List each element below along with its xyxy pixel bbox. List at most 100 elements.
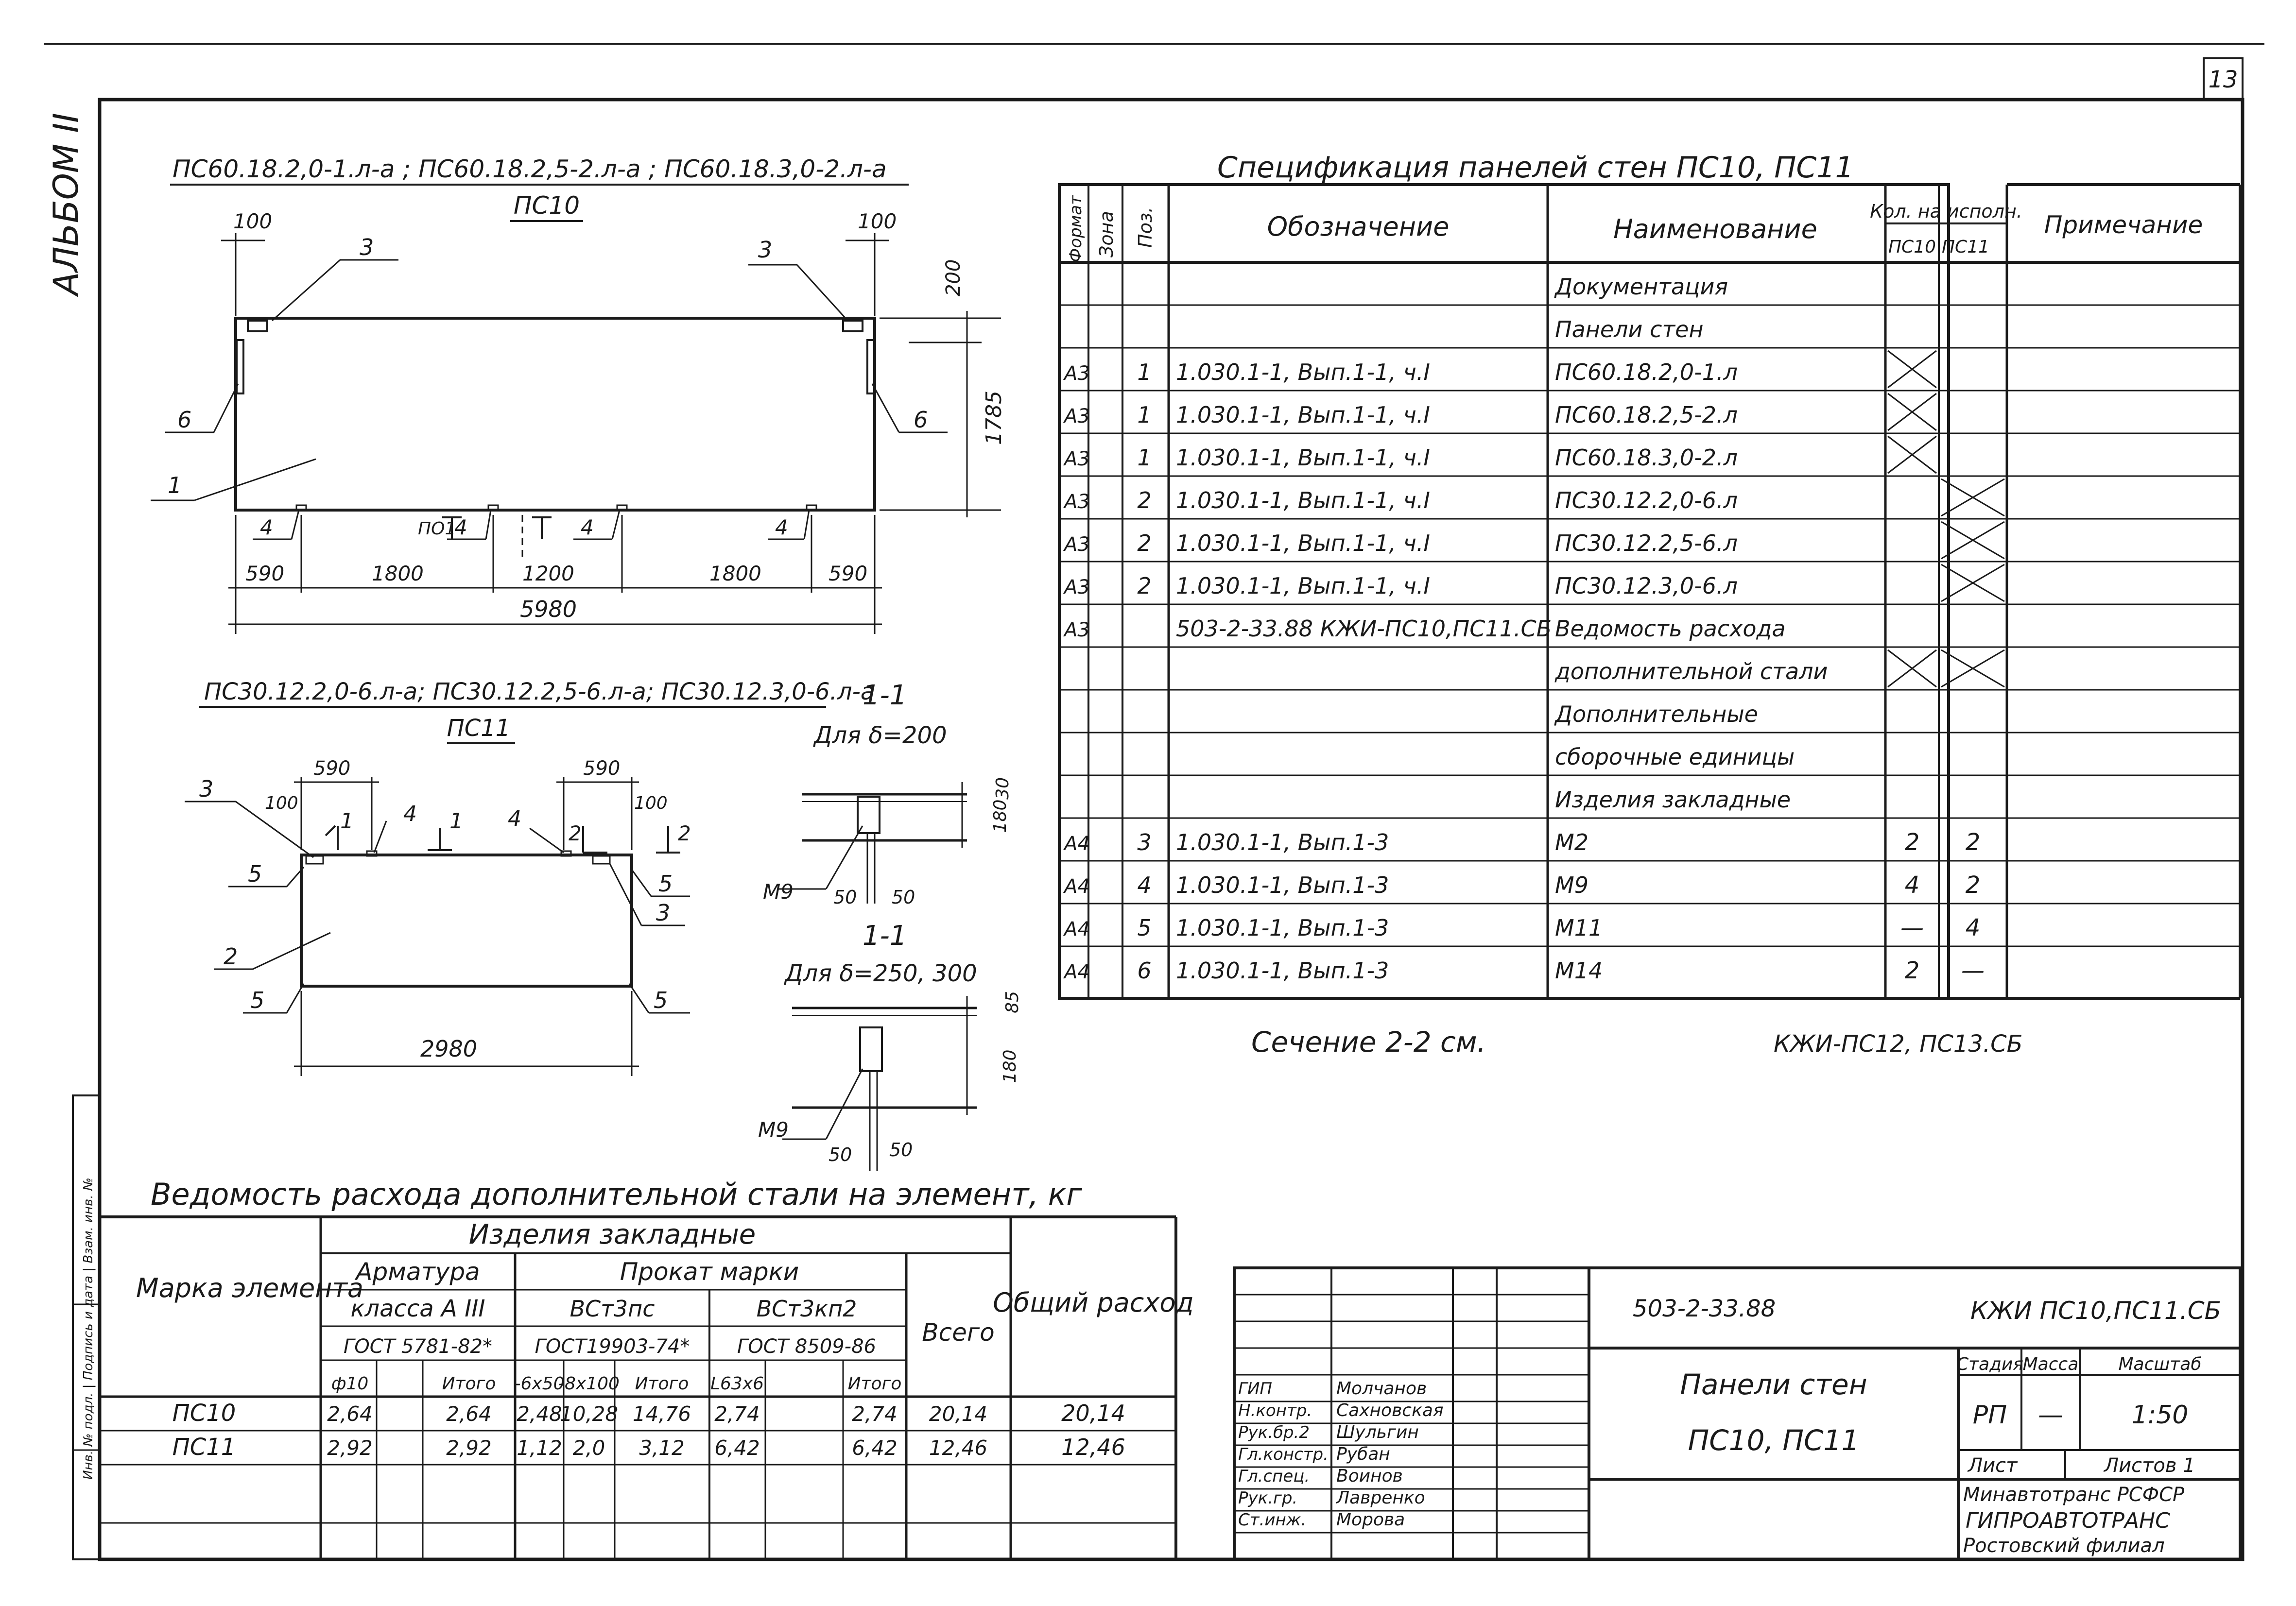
spec-cell-name: Изделия закладные — [1555, 786, 1791, 813]
spec-cell-pc10: — — [1900, 914, 1924, 941]
callout-pc11-5c: 5 — [250, 987, 264, 1013]
tb-person-role: Ст.инж. — [1238, 1510, 1306, 1530]
steel-subheader: Итого — [848, 1374, 902, 1394]
pc10-marks: ПС60.18.2,0-1.л-а ; ПС60.18.2,5-2.л-а ; … — [173, 155, 887, 183]
sections-1-1: 1-1 Для δ=200 30 180 М9 50 50 1-1 Для δ=… — [758, 680, 1022, 1171]
steel-cell: 2,74 — [852, 1402, 898, 1426]
spec-cell-format: А4 — [1063, 875, 1090, 898]
spec-cell-designation: 1.030.1-1, Вып.1-1, ч.I — [1176, 530, 1430, 556]
spec-cell-designation: 1.030.1-1, Вып.1-3 — [1176, 957, 1389, 984]
tb-person-name: Молчанов — [1336, 1379, 1427, 1399]
spec-row-lines — [1059, 304, 2240, 947]
steel-h-total: Всего — [922, 1318, 994, 1347]
dim-1800-b: 1800 — [709, 562, 761, 585]
spec-cell-pos: 1 — [1137, 444, 1151, 471]
album-label: АЛЬБОМ II — [46, 113, 86, 297]
callout-4d: 4 — [775, 515, 788, 539]
steel-h-vst3ps: ВСт3пс — [570, 1296, 655, 1322]
steel-cell: 6,42 — [714, 1436, 760, 1460]
dim-100-left: 100 — [233, 209, 272, 233]
section-1-left-b: 1 — [449, 809, 463, 834]
spec-cell-name: ПС30.12.2,5-6.л — [1555, 530, 1738, 556]
section-2-right: 2 — [678, 821, 691, 845]
steel-cell-total: 12,46 — [929, 1436, 987, 1460]
section-1-left: 1 — [340, 809, 354, 834]
spec-cell-name: ПС60.18.2,0-1.л — [1555, 359, 1738, 385]
dim-590-c: 590 — [313, 757, 350, 780]
steel-cell-overall: 12,46 — [1061, 1434, 1125, 1460]
callout-3b: 3 — [758, 237, 772, 263]
dim-1800-a: 1800 — [372, 562, 424, 585]
steel-h-items: Изделия закладные — [469, 1219, 756, 1250]
spec-section-note: Сечение 2-2 см. — [1251, 1025, 1486, 1059]
spec-cell-name: ПС30.12.3,0-6.л — [1555, 573, 1738, 599]
dim-100-d: 100 — [634, 793, 668, 813]
spec-cell-designation: 1.030.1-1, Вып.1-1, ч.I — [1176, 444, 1430, 471]
spec-cell-format: А3 — [1063, 533, 1090, 556]
spec-cell-name: М2 — [1555, 829, 1588, 855]
spec-cell-format: А4 — [1063, 961, 1090, 983]
tb-name-1: Панели стен — [1680, 1368, 1867, 1401]
spec-cell-designation: 1.030.1-1, Вып.1-3 — [1176, 915, 1389, 941]
callout-6a: 6 — [177, 407, 191, 433]
spec-cell-pos: 6 — [1137, 957, 1151, 984]
steel-h-mark: Марка элемента — [136, 1273, 363, 1303]
pc11-name: ПС11 — [447, 715, 511, 742]
spec-cell-pc10: 2 — [1905, 957, 1920, 984]
spec-cell-designation: 1.030.1-1, Вып.1-1, ч.I — [1176, 487, 1430, 513]
callout-pc11-5a: 5 — [248, 861, 262, 887]
spec-cell-format: А4 — [1063, 918, 1090, 940]
tb-h-stage: Стадия — [1956, 1354, 2023, 1374]
callout-pc11-4b: 4 — [508, 806, 521, 831]
spec-cell-format: А3 — [1063, 448, 1090, 470]
callout-pc11-5b: 5 — [658, 871, 673, 897]
callout-pc11-3b: 3 — [656, 900, 670, 926]
section-m9-a: М9 — [763, 880, 794, 904]
tb-stage: РП — [1973, 1401, 2007, 1430]
spec-cell-name: М11 — [1555, 915, 1603, 941]
spec-cell-name: Дополнительные — [1554, 701, 1758, 727]
tb-name-2: ПС10, ПС11 — [1688, 1424, 1860, 1457]
dim-1785: 1785 — [982, 391, 1006, 445]
spec-h-qty: Кол. на исполн. — [1870, 201, 2022, 222]
spec-cross-pc10 — [1887, 435, 1937, 474]
spec-cell-pc11: — — [1961, 957, 1985, 984]
dim-1200: 1200 — [522, 562, 574, 585]
spec-cell-pos: 1 — [1137, 359, 1151, 385]
spec-cell-format: А3 — [1063, 619, 1090, 641]
spec-cell-pos: 2 — [1137, 573, 1151, 599]
spec-h-name: Наименование — [1613, 214, 1817, 244]
spec-cell-format: А3 — [1063, 576, 1090, 598]
steel-cell: 1,12 — [517, 1436, 562, 1460]
callout-3a: 3 — [360, 234, 374, 260]
section-dim-50-b: 50 — [892, 887, 915, 908]
spec-cell-pos: 4 — [1137, 872, 1151, 898]
steel-cell: 3,12 — [639, 1436, 685, 1460]
side-stamp: Инв. № подл. | Подпись и дата | Взам. ин… — [81, 1178, 96, 1480]
steel-subheader: L63х6 — [710, 1374, 764, 1394]
steel-cell-mark: ПС10 — [173, 1400, 236, 1427]
callout-pc11-3a: 3 — [199, 776, 213, 802]
steel-h-prokat: Прокат марки — [620, 1258, 799, 1286]
sheet-number: 13 — [2208, 66, 2238, 93]
tb-mass: — — [2038, 1401, 2063, 1430]
spec-cross-pc11 — [1941, 478, 2005, 517]
steel-subheader: ф10 — [331, 1374, 369, 1394]
tb-person-name: Сахновская — [1336, 1401, 1444, 1420]
section-title-top: 1-1 — [863, 680, 907, 711]
spec-title: Спецификация панелей стен ПС10, ПС11 — [1217, 151, 1854, 185]
spec-cell-pos: 1 — [1137, 402, 1151, 428]
callout-pc11-4a: 4 — [403, 802, 417, 826]
spec-cell-name: Документация — [1554, 273, 1728, 300]
callout-4a: 4 — [260, 515, 273, 539]
section-dim-85: 85 — [1002, 991, 1022, 1013]
spec-cell-format: А3 — [1063, 405, 1090, 427]
tb-h-scale: Масштаб — [2118, 1354, 2201, 1374]
spec-cross-pc10 — [1887, 350, 1937, 389]
sheet-frame — [44, 43, 2264, 1561]
callout-4b: 4 — [454, 515, 467, 539]
dim-590-a: 590 — [245, 562, 284, 585]
